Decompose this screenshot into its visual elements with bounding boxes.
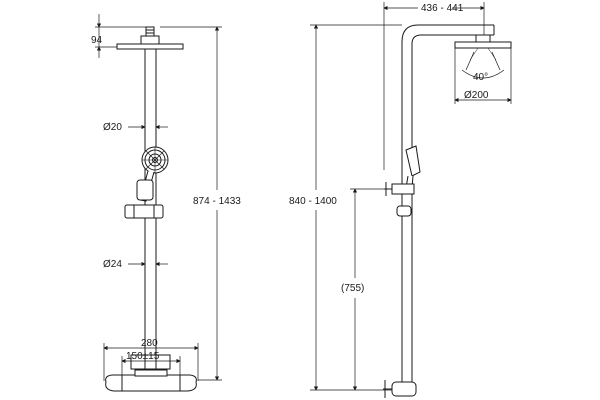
- side-dim-height: [310, 24, 402, 391]
- front-dim-height: [160, 26, 222, 381]
- label-riser-diameter: Ø20: [103, 122, 122, 133]
- front-shower-head: [116, 26, 184, 50]
- side-top-valve: [384, 182, 415, 217]
- front-view: [95, 14, 222, 392]
- label-arm-reach: 436 - 441: [421, 3, 464, 14]
- front-slide-holder: [124, 179, 164, 219]
- label-head-diameter: Ø200: [464, 90, 489, 101]
- side-dim-arm: [383, 2, 485, 170]
- front-riser-pipe: [144, 49, 157, 355]
- side-bottom-mixer: [383, 380, 417, 398]
- front-dim-94: [95, 14, 146, 58]
- side-dim-755: [350, 188, 384, 391]
- side-hand-shower: [405, 145, 421, 189]
- label-outlet-height: (755): [341, 283, 364, 294]
- side-dim-d200: [454, 48, 512, 104]
- label-pipe-diameter: Ø24: [103, 259, 122, 270]
- front-dim-280: [103, 343, 199, 381]
- front-dim-150: [121, 356, 181, 375]
- label-mixer-width: 280: [141, 338, 158, 349]
- label-mixer-centers: 150±15: [126, 351, 160, 362]
- side-view: [310, 2, 512, 398]
- label-head-offset: 94: [91, 35, 103, 46]
- side-shower-head: [454, 34, 512, 79]
- label-spray-angle: 40°: [473, 72, 488, 83]
- label-side-height: 840 - 1400: [289, 196, 337, 207]
- label-front-height: 874 - 1433: [193, 196, 241, 207]
- side-riser-arm: [401, 24, 495, 390]
